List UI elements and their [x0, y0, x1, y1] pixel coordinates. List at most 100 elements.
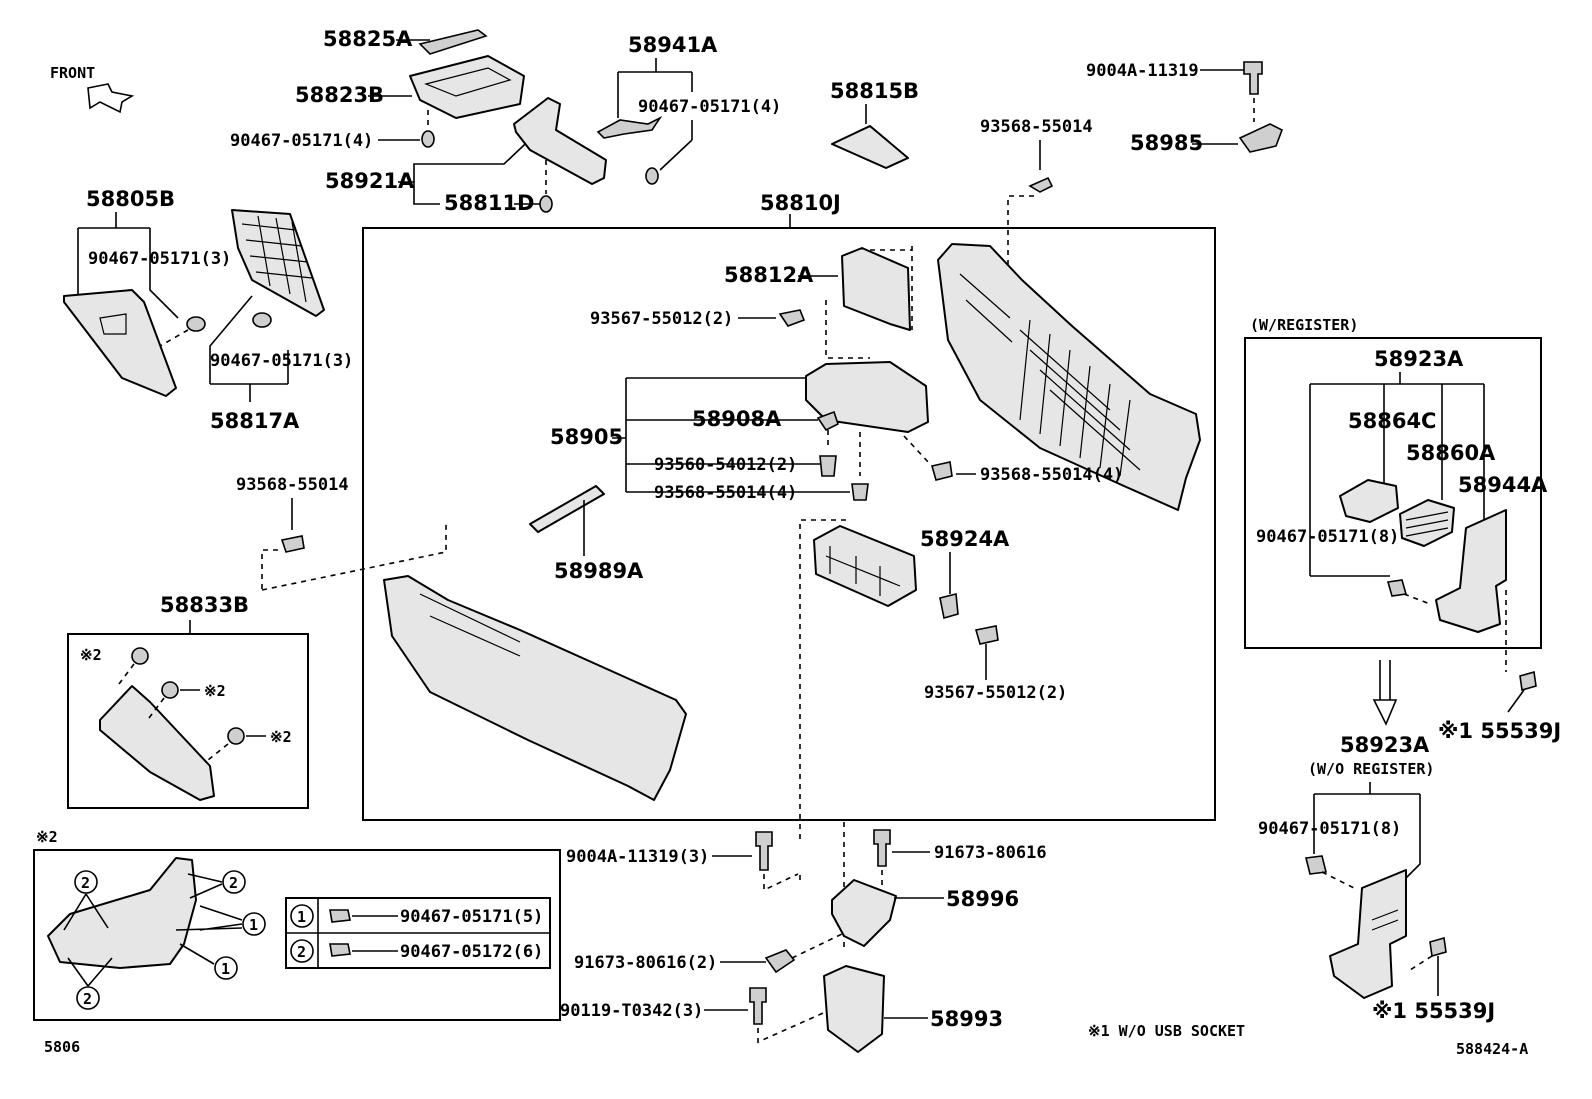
clip-icon: [1305, 855, 1327, 875]
clip-icon: [186, 316, 206, 332]
callout-markers: 2 2 1 1 2: [63, 870, 266, 1010]
clip-icon: [131, 647, 149, 665]
label-93568-55014-4-b: 93568-55014(4): [980, 465, 1123, 485]
label-90467-05171-4-a: 90467-05171(4): [230, 131, 373, 151]
note-2-header: ※2: [36, 828, 58, 846]
label-93567-55012-2-b: 93567-55012(2): [924, 683, 1067, 703]
clip-icon: [421, 130, 435, 148]
note-2-a: ※2: [80, 646, 102, 664]
label-58823B: 58823B: [295, 83, 384, 107]
label-58905: 58905: [550, 425, 623, 449]
part-console-panel-right: [937, 243, 1201, 511]
part-58924A: [813, 525, 917, 607]
part-58924A-clip: [939, 592, 959, 620]
part-58993: [823, 965, 885, 1053]
label-58993: 58993: [930, 1007, 1003, 1031]
front-label: FRONT: [50, 64, 95, 82]
svg-text:1: 1: [221, 960, 230, 978]
note-2-b: ※2: [204, 682, 226, 700]
part-58905-armrest: [805, 361, 929, 433]
clip-icon: [539, 195, 553, 213]
label-91673-80616-2: 91673-80616(2): [574, 953, 717, 973]
label-58923A-top: 58923A: [1374, 347, 1464, 371]
part-58996: [831, 879, 897, 947]
screw-icon: [1028, 176, 1054, 193]
part-55539J-a: [1519, 670, 1537, 692]
label-58825A: 58825A: [323, 27, 413, 51]
label-93568-55014-left: 93568-55014: [236, 475, 349, 495]
svg-text:1: 1: [249, 916, 258, 934]
label-90467-05171-8-a: 90467-05171(8): [1256, 527, 1399, 547]
note-1-text: ※1 W/O USB SOCKET: [1088, 1022, 1245, 1040]
variant-arrow-icon: [1372, 660, 1398, 726]
screw-icon: [974, 625, 999, 645]
part-58923A-wo-register: [1329, 869, 1407, 999]
label-58864C: 58864C: [1348, 409, 1436, 433]
legend-part-1: 90467-05171(5): [400, 907, 543, 927]
label-58921A: 58921A: [325, 169, 415, 193]
label-58805B: 58805B: [86, 187, 175, 211]
clip-icon: [227, 727, 245, 745]
label-90467-05171-4-b: 90467-05171(4): [638, 97, 781, 117]
label-58817A: 58817A: [210, 409, 300, 433]
bolt-icon: [749, 987, 767, 1025]
label-58924A: 58924A: [920, 527, 1010, 551]
part-58825A: [418, 29, 488, 55]
label-58811D: 58811D: [444, 191, 535, 215]
part-58833B: [99, 685, 215, 801]
detail-note2-box: [33, 849, 561, 1021]
label-90467-05171-3-b: 90467-05171(3): [210, 351, 353, 371]
label-90119-T0342-3: 90119-T0342(3): [560, 1001, 703, 1021]
bolt-icon: [873, 829, 891, 867]
part-58833B-detail: [47, 857, 197, 969]
label-90467-05171-3-a: 90467-05171(3): [88, 249, 231, 269]
part-55539J-b: [1429, 936, 1447, 958]
part-58944A: [1435, 509, 1507, 633]
clip-icon: [645, 167, 659, 185]
bolt-icon: [1243, 61, 1263, 95]
svg-text:2: 2: [83, 990, 92, 1008]
label-wo-register: (W/O REGISTER): [1308, 760, 1434, 778]
part-58805B: [63, 289, 177, 397]
clip-icon: [1386, 579, 1408, 597]
part-58823B: [409, 55, 525, 119]
label-93568-55014-top: 93568-55014: [980, 117, 1093, 137]
part-58908A: [816, 410, 839, 432]
part-58812A: [841, 247, 911, 331]
label-9004A-11319-3: 9004A-11319(3): [566, 847, 709, 867]
label-58985: 58985: [1130, 131, 1203, 155]
label-58812A: 58812A: [724, 263, 814, 287]
label-58860A: 58860A: [1406, 441, 1496, 465]
screw-icon: [778, 309, 806, 327]
part-58817A: [231, 209, 325, 317]
diagram-code-right: 588424-A: [1456, 1040, 1528, 1058]
part-58921A: [513, 97, 607, 185]
panel-mesh: [959, 273, 1141, 477]
label-9004A-11319: 9004A-11319: [1086, 61, 1199, 81]
label-93568-55014-4-a: 93568-55014(4): [654, 483, 797, 503]
assembly-58833B-box: [67, 633, 309, 809]
label-58923A-bot: 58923A: [1340, 733, 1430, 757]
diagram-code-left: 5806: [44, 1038, 80, 1056]
svg-text:2: 2: [81, 874, 90, 892]
label-58989A: 58989A: [554, 559, 644, 583]
screw-icon: [280, 535, 305, 553]
part-console-panel-left: [383, 575, 687, 801]
label-58941A: 58941A: [628, 33, 718, 57]
label-58996: 58996: [946, 887, 1019, 911]
label-55539J-a: ※1 55539J: [1438, 719, 1561, 743]
part-58989A: [529, 485, 605, 533]
part-58985: [1238, 123, 1284, 153]
legend-part-2: 90467-05172(6): [400, 942, 543, 962]
clip-icon: [161, 681, 179, 699]
register-variant-box: [1244, 337, 1542, 649]
label-91673-80616: 91673-80616: [934, 843, 1047, 863]
clip-icon: [252, 312, 272, 328]
svg-text:2: 2: [229, 874, 238, 892]
label-w-register: (W/REGISTER): [1250, 316, 1358, 334]
label-55539J-b: ※1 55539J: [1372, 999, 1495, 1023]
note-2-c: ※2: [270, 728, 292, 746]
bolt-icon: [764, 949, 796, 974]
legend-num-2: 2: [297, 943, 306, 961]
